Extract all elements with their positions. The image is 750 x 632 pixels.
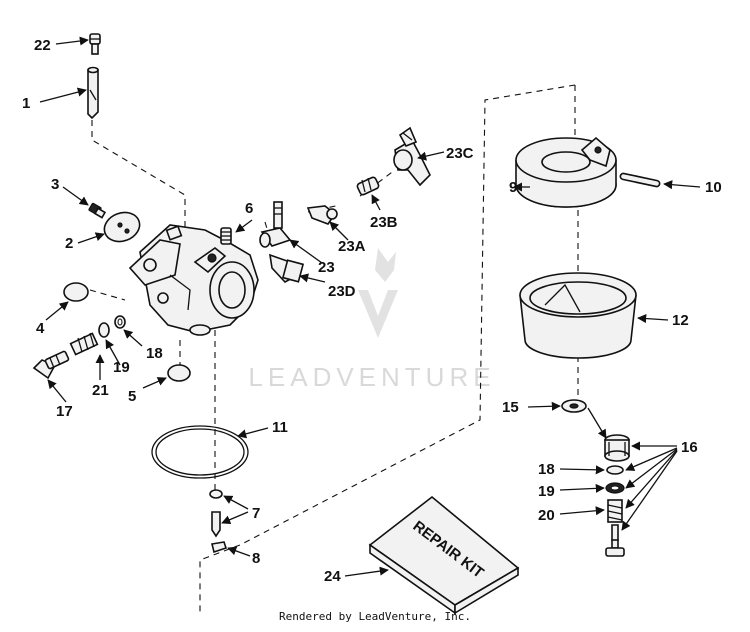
label-12: 12 — [672, 312, 689, 329]
label-21: 21 — [92, 382, 109, 399]
part-1-throttle-shaft — [87, 66, 99, 120]
part-17-mixture-screw — [32, 350, 70, 380]
watermark-text: LEADVENTURE — [248, 362, 495, 392]
part-16-bowl-nut — [604, 434, 630, 462]
part-12-float — [519, 272, 637, 359]
label-24: 24 — [324, 568, 341, 585]
part-4-welch-plug — [63, 282, 89, 302]
label-10: 10 — [705, 179, 722, 196]
label-3: 3 — [51, 176, 59, 193]
label-2: 2 — [65, 235, 73, 252]
label-18-left: 18 — [146, 345, 163, 362]
label-17: 17 — [56, 403, 73, 420]
part-18-right-washer — [606, 465, 624, 475]
label-8: 8 — [252, 550, 260, 567]
label-9: 9 — [509, 179, 517, 196]
dashed-guide-lines — [89, 84, 579, 612]
label-23: 23 — [318, 259, 335, 276]
part-23c-t-fitting — [393, 126, 431, 187]
label-5: 5 — [128, 388, 136, 405]
label-22: 22 — [34, 37, 51, 54]
part-8-clip — [211, 541, 228, 554]
part-16-needle-screw — [605, 524, 625, 557]
part-labels: 22 1 3 2 4 5 6 23 23A 23D 23B 23C 18 19 … — [22, 37, 722, 585]
label-11: 11 — [272, 419, 288, 436]
part-11-bowl-gasket — [151, 425, 249, 479]
label-7: 7 — [252, 505, 260, 522]
part-15-washer — [561, 399, 587, 413]
footer-credit: Rendered by LeadVenture, Inc. — [278, 610, 472, 623]
part-2-throttle-plate — [103, 211, 141, 243]
label-19-left: 19 — [113, 359, 130, 376]
part-7-inlet-needle-seat — [209, 489, 223, 538]
leader-arrows — [39, 36, 701, 577]
part-10-float-pin — [619, 172, 661, 188]
label-23d: 23D — [328, 283, 356, 300]
label-4: 4 — [36, 320, 45, 337]
part-9-bowl-cover — [515, 136, 617, 208]
part-23a-elbow — [306, 205, 338, 225]
part-20-spring — [607, 499, 623, 523]
label-18-right: 18 — [538, 461, 555, 478]
part-24-repair-kit: REPAIR KIT — [368, 495, 520, 615]
label-23b: 23B — [370, 214, 398, 231]
leadventure-watermark: LEADVENTURE — [248, 248, 495, 392]
label-20: 20 — [538, 507, 555, 524]
part-6-spring — [220, 227, 232, 245]
part-23d-fitting — [269, 253, 305, 283]
label-15: 15 — [502, 399, 519, 416]
carburetor-body — [128, 224, 259, 336]
part-18-left-washer — [114, 315, 126, 329]
part-3-screw — [88, 202, 107, 219]
label-16: 16 — [681, 439, 698, 456]
label-23a: 23A — [338, 238, 366, 255]
part-23-fitting — [259, 201, 292, 248]
part-19-left-oring — [98, 322, 110, 338]
part-23b-fitting — [356, 176, 380, 196]
part-19-right-oring — [605, 482, 625, 494]
label-1: 1 — [22, 95, 30, 112]
part-22-screw — [89, 33, 101, 55]
part-21-spring — [69, 332, 99, 356]
label-6: 6 — [245, 200, 253, 217]
label-19-right: 19 — [538, 483, 555, 500]
part-5-plug — [167, 364, 191, 382]
label-23c: 23C — [446, 145, 474, 162]
